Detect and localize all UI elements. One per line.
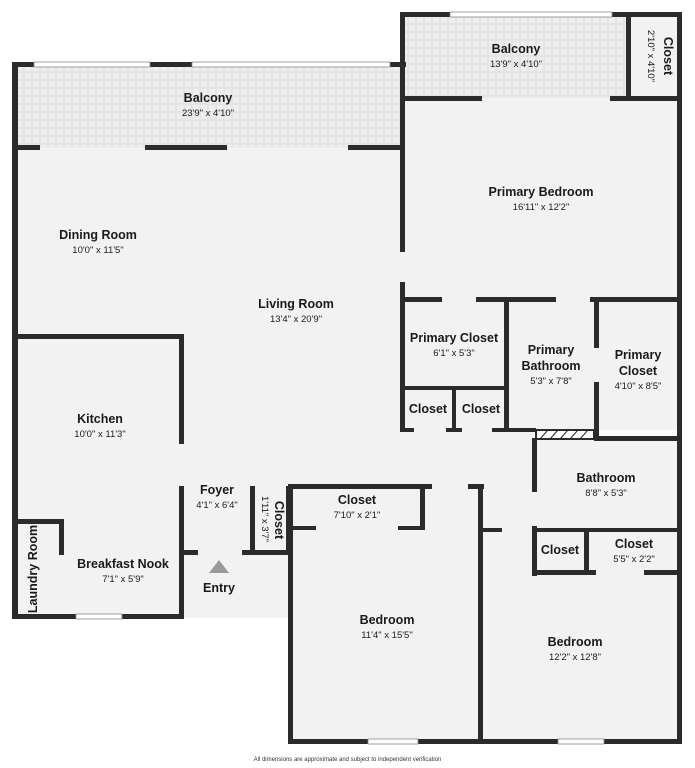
- window: [449, 11, 613, 18]
- closet-d-dims: 5'5" x 2'2": [613, 554, 655, 565]
- balcony-right-name: Balcony: [492, 42, 541, 56]
- dining-room-name: Dining Room: [59, 228, 137, 242]
- primary-bathroom-name-2: Bathroom: [521, 359, 580, 373]
- closet-balcony-floor: [628, 14, 680, 98]
- living-room-name: Living Room: [258, 297, 334, 311]
- laundry-room-name: Laundry Room: [26, 525, 40, 613]
- balcony-left-name: Balcony: [184, 91, 233, 105]
- entry-label: Entry: [203, 581, 235, 595]
- breakfast-nook-dims: 7'1" x 5'9": [102, 574, 144, 585]
- closet-foyer-dims: 1'11" x 3'7": [259, 496, 270, 542]
- window: [557, 738, 605, 745]
- bedroom-1-dims: 11'4" x 15'5": [361, 630, 412, 641]
- primary-bathroom-name-1: Primary: [528, 343, 575, 357]
- footer-disclaimer: All dimensions are approximate and subje…: [253, 757, 442, 763]
- window: [191, 61, 391, 68]
- bathroom-name: Bathroom: [576, 471, 635, 485]
- balcony-left-floor: [14, 64, 402, 148]
- living-room-dims: 13'4" x 20'9": [270, 314, 322, 325]
- balcony-right-floor: [402, 14, 628, 98]
- primary-closet-2-name-1: Primary: [615, 348, 662, 362]
- closet-balcony-name: Closet: [661, 37, 675, 76]
- foyer-dims: 4'1" x 6'4": [196, 500, 238, 511]
- balcony-right-dims: 13'9" x 4'10": [490, 59, 542, 70]
- floors: [14, 14, 680, 742]
- primary-bedroom-name: Primary Bedroom: [489, 185, 594, 199]
- foyer-name: Foyer: [200, 483, 234, 497]
- closet-foyer-name: Closet: [272, 501, 286, 540]
- walls: [12, 12, 682, 744]
- kitchen-dims: 10'0" x 11'3": [74, 429, 125, 440]
- entry-marker: Entry: [203, 560, 235, 595]
- window: [33, 61, 151, 68]
- primary-bathroom-dims: 5'3" x 7'8": [530, 376, 572, 387]
- primary-closet-2-dims: 4'10" x 8'5": [615, 381, 662, 392]
- closet-a-name: Closet: [409, 402, 448, 416]
- balcony-left-dims: 23'9" x 4'10": [182, 108, 234, 119]
- primary-closet-1-name: Primary Closet: [410, 331, 499, 345]
- breakfast-nook-name: Breakfast Nook: [77, 557, 169, 571]
- primary-suite-floor: [402, 300, 680, 430]
- primary-bedroom-dims: 16'11" x 12'2": [513, 202, 570, 213]
- breakfast-floor: [14, 520, 184, 618]
- closet-d-name: Closet: [615, 537, 654, 551]
- room-labels: Balcony 23'9" x 4'10" Balcony 13'9" x 4'…: [26, 30, 675, 663]
- bedroom-2-name: Bedroom: [548, 635, 603, 649]
- closet-balcony-dims: 2'10" x 4'10": [645, 30, 656, 82]
- window: [367, 738, 419, 745]
- bathroom-dims: 8'8" x 5'3": [585, 488, 627, 499]
- closet-bedroom-dims: 7'10" x 2'1": [334, 510, 381, 521]
- bedroom-area-floor: [290, 486, 680, 742]
- primary-bedroom-floor: [402, 98, 680, 300]
- bedroom-1-name: Bedroom: [360, 613, 415, 627]
- closet-c-name: Closet: [541, 543, 580, 557]
- window: [75, 613, 123, 620]
- hall-floor: [402, 430, 534, 490]
- bedroom-2-dims: 12'2" x 12'8": [549, 652, 601, 663]
- entry-arrow-icon: [209, 560, 229, 573]
- dining-room-dims: 10'0" x 11'5": [72, 245, 123, 256]
- primary-closet-1-dims: 6'1" x 5'3": [433, 348, 475, 359]
- kitchen-name: Kitchen: [77, 412, 123, 426]
- closet-bedroom-name: Closet: [338, 493, 377, 507]
- windows: [33, 11, 613, 745]
- primary-closet-2-name-2: Closet: [619, 364, 658, 378]
- closet-b-name: Closet: [462, 402, 501, 416]
